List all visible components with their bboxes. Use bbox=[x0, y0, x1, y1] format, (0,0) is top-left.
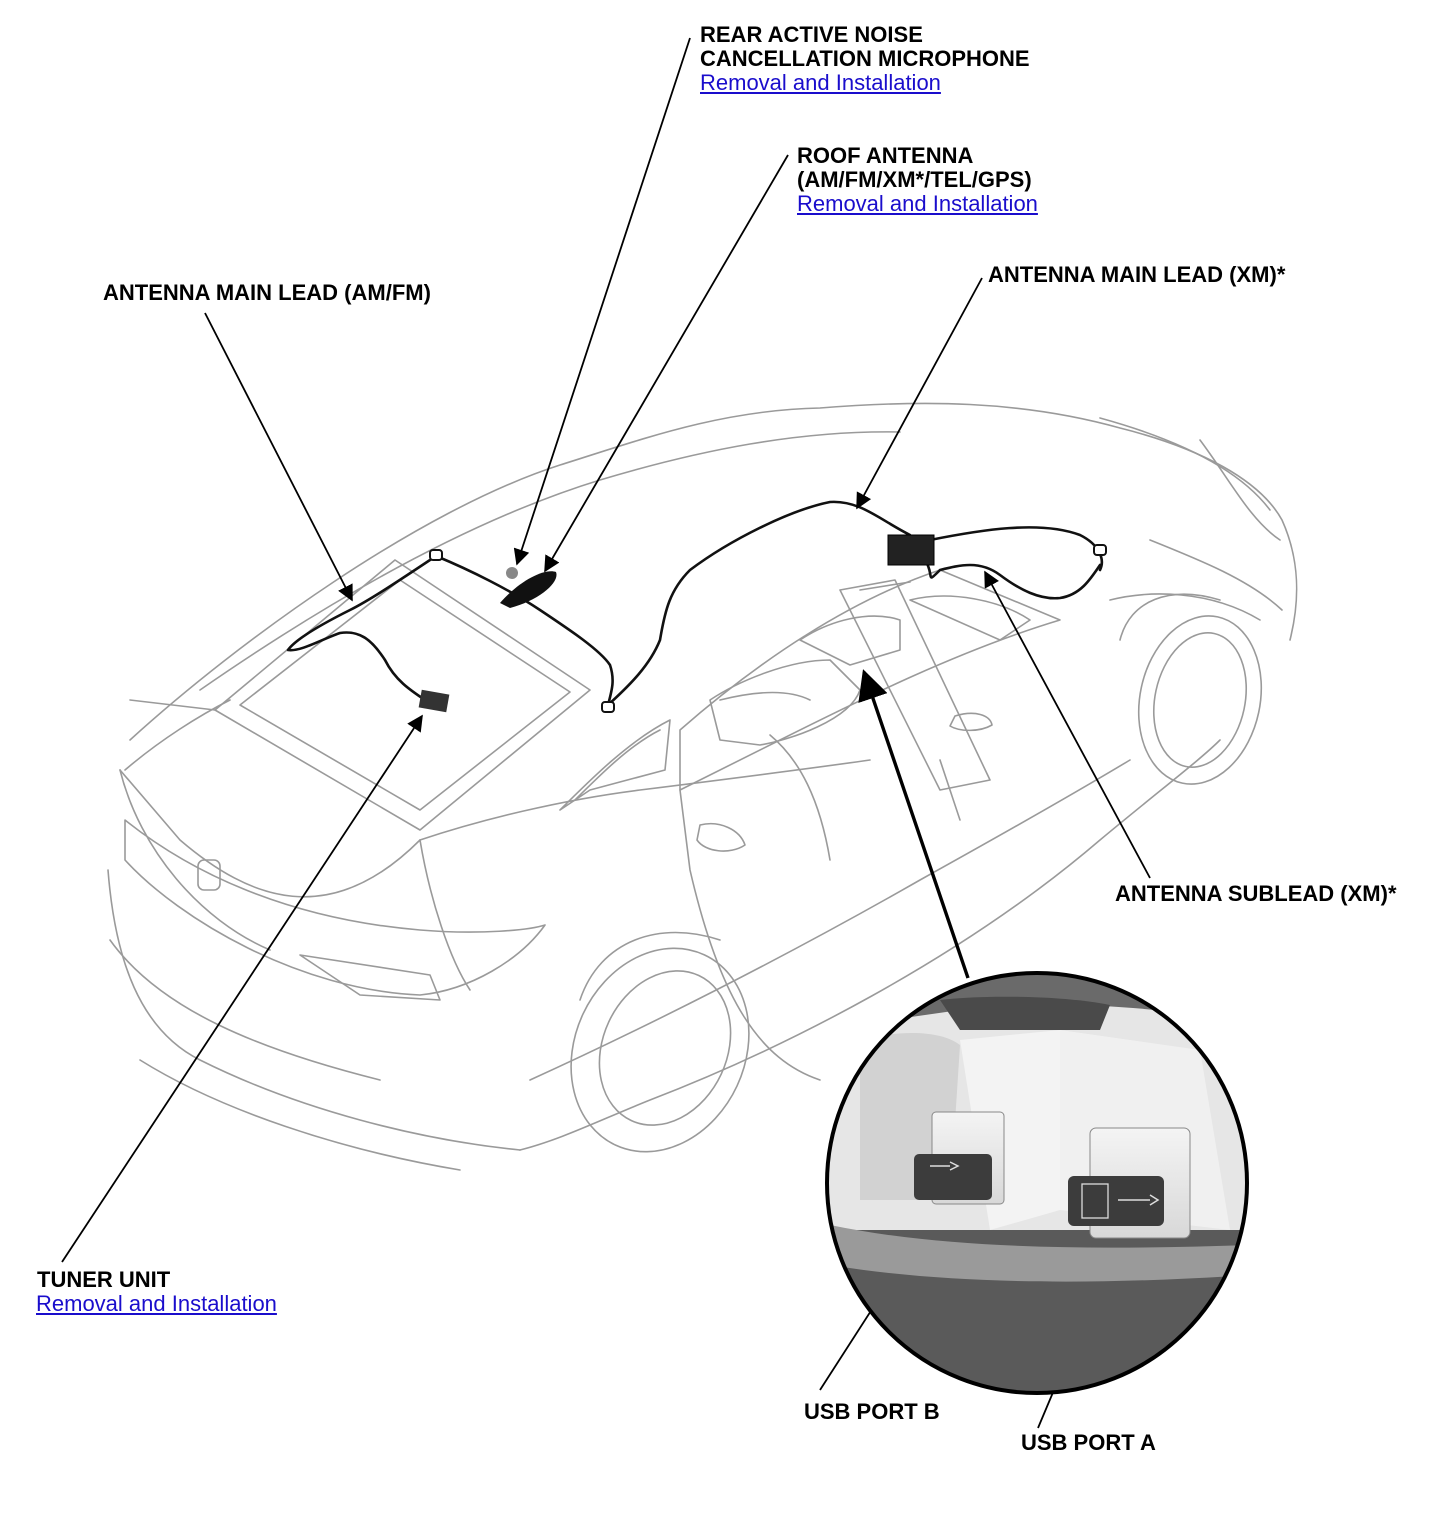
label-roof-antenna: ROOF ANTENNA (AM/FM/XM*/TEL/GPS) bbox=[797, 144, 1032, 192]
leader-roof-antenna bbox=[544, 154, 789, 573]
tuner-unit-removal-link[interactable]: Removal and Installation bbox=[36, 1291, 277, 1316]
leader-antenna-main-lead-amfm bbox=[204, 312, 353, 602]
antenna-main-lead-amfm-title: ANTENNA MAIN LEAD (AM/FM) bbox=[103, 280, 431, 305]
rear-mic-removal-link[interactable]: Removal and Installation bbox=[700, 70, 941, 95]
usb-zoom-inset bbox=[825, 971, 1249, 1395]
tuner-unit-title: TUNER UNIT bbox=[37, 1267, 171, 1292]
leader-tuner-unit bbox=[61, 714, 423, 1263]
component-roof-antenna bbox=[500, 571, 557, 608]
rear-mic-title-line1: REAR ACTIVE NOISE bbox=[700, 22, 923, 47]
label-antenna-main-lead-xm: ANTENNA MAIN LEAD (XM)* bbox=[988, 263, 1285, 287]
antenna-sublead-xm-title: ANTENNA SUBLEAD (XM)* bbox=[1115, 881, 1397, 906]
roof-antenna-title-line1: ROOF ANTENNA bbox=[797, 143, 974, 168]
leader-usb-zoom bbox=[858, 669, 970, 979]
antenna-cables bbox=[286, 500, 1104, 707]
antenna-main-lead-xm-title: ANTENNA MAIN LEAD (XM)* bbox=[988, 262, 1286, 287]
callout-leaders bbox=[61, 37, 1151, 1429]
label-rear-mic: REAR ACTIVE NOISE CANCELLATION MICROPHON… bbox=[700, 23, 1030, 71]
component-rear-mic bbox=[506, 567, 518, 579]
label-antenna-main-lead-amfm: ANTENNA MAIN LEAD (AM/FM) bbox=[103, 281, 431, 305]
rear-mic-title-line2: CANCELLATION MICROPHONE bbox=[700, 46, 1030, 71]
car-illustration bbox=[107, 402, 1298, 1171]
connector-am-fm bbox=[429, 544, 1107, 713]
roof-antenna-title-line2: (AM/FM/XM*/TEL/GPS) bbox=[797, 167, 1032, 192]
leader-antenna-main-lead-xm bbox=[856, 277, 983, 510]
leader-rear-mic bbox=[513, 37, 691, 566]
label-antenna-sublead-xm: ANTENNA SUBLEAD (XM)* bbox=[1115, 882, 1397, 906]
roof-antenna-removal-link[interactable]: Removal and Installation bbox=[797, 191, 1038, 216]
component-xm-box bbox=[887, 534, 935, 566]
label-tuner-unit: TUNER UNIT bbox=[37, 1268, 170, 1292]
component-tuner-unit bbox=[418, 689, 450, 713]
usb-port-b-title: USB PORT B bbox=[804, 1399, 940, 1424]
label-usb-port-a: USB PORT A bbox=[1021, 1431, 1156, 1455]
label-usb-port-b: USB PORT B bbox=[804, 1400, 940, 1424]
usb-port-a-title: USB PORT A bbox=[1021, 1430, 1156, 1455]
leader-antenna-sublead-xm bbox=[984, 570, 1151, 879]
